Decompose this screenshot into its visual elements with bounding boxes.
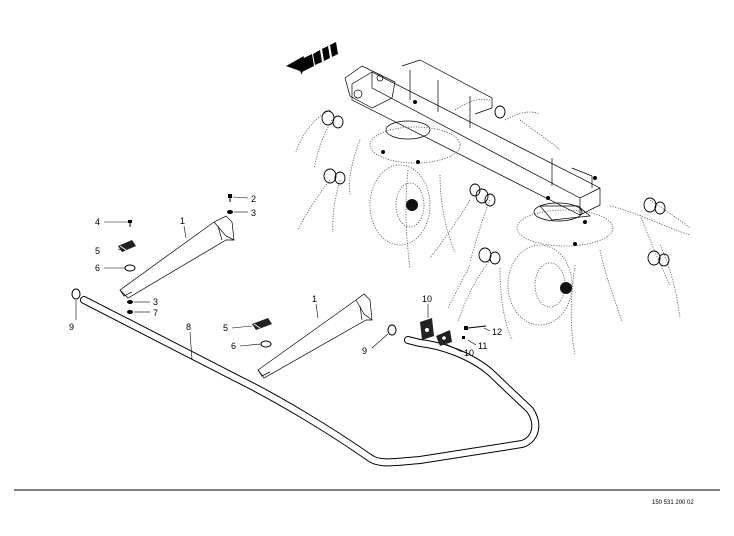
- callout-3: 3: [251, 208, 256, 218]
- callout-7: 7: [153, 308, 158, 318]
- cap-icon: [71, 288, 397, 336]
- nut-icon: [227, 210, 233, 214]
- callout-1: 1: [312, 294, 317, 304]
- callout-5: 5: [223, 323, 228, 333]
- callout-11: 11: [478, 341, 487, 351]
- washer-icon: [124, 264, 136, 272]
- clamp-icon: [118, 240, 136, 252]
- pin-icon: [462, 325, 487, 339]
- callout-10: 10: [422, 294, 432, 304]
- nut-icon: [127, 300, 133, 314]
- callout-6: 6: [231, 341, 236, 351]
- callout-12: 12: [492, 327, 502, 337]
- direction-arrow-icon: [286, 42, 338, 75]
- screw-icon: [128, 220, 132, 227]
- rake-machine-frame: [295, 59, 691, 356]
- callout-2: 2: [251, 194, 256, 204]
- callout-5: 5: [95, 246, 100, 256]
- callout-1: 1: [180, 216, 185, 226]
- support-arm-middle: [257, 293, 373, 379]
- callout-6: 6: [95, 263, 100, 273]
- leader-lines: [75, 196, 491, 361]
- callout-3: 3: [153, 297, 158, 307]
- callout-9: 9: [362, 346, 367, 356]
- bolt-icon: [228, 194, 232, 202]
- bracket-icon: [420, 318, 452, 346]
- callout-9: 9: [69, 322, 74, 332]
- washer-icon: [260, 340, 272, 348]
- callout-8: 8: [186, 322, 191, 332]
- guard-tube: [80, 296, 540, 467]
- callout-10: 10: [464, 348, 474, 358]
- drawing-number: 150 531 200 02: [652, 500, 694, 506]
- clamp-icon: [252, 318, 272, 330]
- support-arm-left: [119, 215, 235, 299]
- callout-4: 4: [95, 217, 100, 227]
